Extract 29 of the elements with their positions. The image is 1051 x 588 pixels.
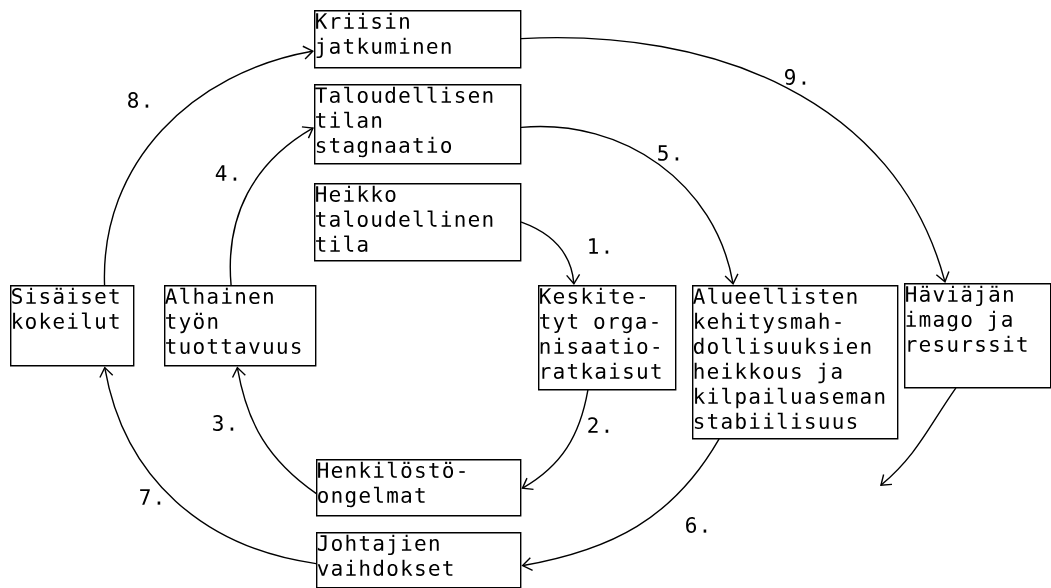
- edge-label: 2.: [588, 417, 609, 433]
- edge-label: 3.: [213, 415, 234, 431]
- process-box: Keskite- tyt orga- nisaatio- ratkaisut: [538, 285, 677, 391]
- process-box: Johtajien vaihdokset: [316, 532, 522, 588]
- edge-label: 6.: [686, 517, 707, 533]
- process-box: Alhainen työn tuottavuus: [164, 285, 317, 367]
- process-box: Heikko taloudellinen tila: [314, 183, 522, 262]
- arrow: [520, 37, 950, 283]
- arrow: [880, 387, 957, 486]
- arrow: [231, 366, 317, 495]
- arrow: [229, 126, 314, 286]
- edge-label: 4.: [215, 165, 237, 181]
- process-box: Häviäjän imago ja resurssit: [904, 283, 1051, 389]
- edge-label: 5.: [658, 145, 679, 161]
- process-box: Sisäiset kokeilut: [10, 285, 135, 367]
- edge-label: 1.: [589, 238, 609, 254]
- arrow: [520, 221, 581, 285]
- arrow: [521, 389, 589, 491]
- process-box: Alueellisten kehitysmah- dollisuuksien heikkous ja kilpailuaseman stabiilisuus: [692, 285, 899, 440]
- edge-label: 7.: [140, 489, 161, 505]
- edge-label: 9.: [785, 69, 806, 85]
- edge-label: 8.: [128, 92, 149, 108]
- process-box: Henkilöstö- ongelmat: [316, 459, 522, 517]
- process-box: Taloudellisen tilan stagnaatio: [314, 84, 522, 165]
- arrow: [521, 438, 720, 572]
- arrow: [99, 366, 317, 565]
- arrow: [103, 45, 314, 286]
- process-box: Kriisin jatkuminen: [314, 10, 522, 69]
- arrow: [520, 126, 739, 285]
